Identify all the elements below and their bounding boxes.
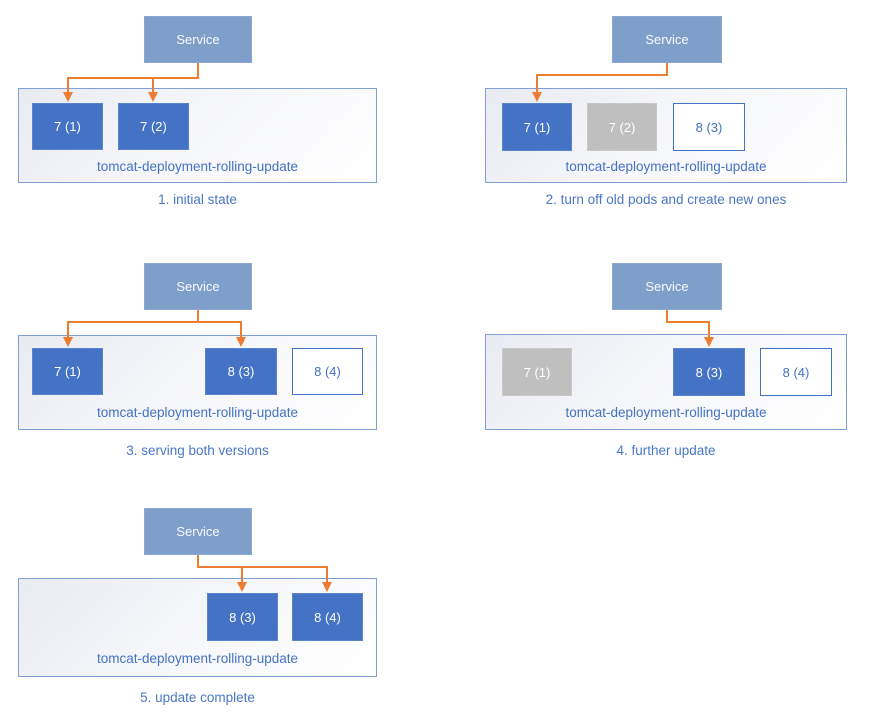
- panel-caption: 1. initial state: [158, 192, 237, 207]
- panel-caption: 5. update complete: [140, 690, 255, 705]
- pod: 8 (3): [673, 348, 745, 396]
- pod-label: 8 (4): [314, 364, 341, 379]
- pod: 7 (1): [502, 103, 572, 151]
- pod: 7 (1): [502, 348, 572, 396]
- pod-label: 8 (4): [314, 609, 341, 625]
- pod-label: 8 (3): [695, 119, 723, 135]
- pod: 8 (3): [205, 348, 277, 395]
- pod: 7 (1): [32, 103, 103, 150]
- pod: 7 (2): [118, 103, 189, 150]
- service-label: Service: [176, 32, 220, 47]
- deployment-label: tomcat-deployment-rolling-update: [96, 405, 299, 420]
- service-box: Service: [144, 16, 252, 63]
- panel-caption: 4. further update: [616, 443, 716, 458]
- pod-label: 7 (1): [523, 119, 551, 135]
- deployment-label: tomcat-deployment-rolling-update: [565, 405, 767, 420]
- pod-label: 8 (3): [227, 364, 255, 379]
- service-box: Service: [612, 16, 722, 63]
- pod-label: 8 (3): [695, 364, 723, 380]
- pod-label: 7 (1): [523, 364, 551, 380]
- pod: 7 (1): [32, 348, 103, 395]
- pod-label: 8 (4): [782, 364, 810, 380]
- pod-label: 7 (2): [140, 119, 167, 134]
- service-label: Service: [645, 32, 689, 47]
- pod-label: 7 (1): [54, 119, 81, 134]
- service-box: Service: [612, 263, 722, 310]
- deployment-label: tomcat-deployment-rolling-update: [96, 651, 299, 666]
- panel-caption: 2. turn off old pods and create new ones: [545, 192, 787, 207]
- pod-label: 7 (2): [608, 119, 636, 135]
- deployment-label: tomcat-deployment-rolling-update: [565, 159, 767, 174]
- pod-label: 8 (3): [229, 609, 256, 625]
- pod: 8 (4): [292, 593, 363, 641]
- pod: 8 (3): [673, 103, 745, 151]
- pod: 8 (4): [760, 348, 832, 396]
- pod-label: 7 (1): [54, 364, 81, 379]
- service-label: Service: [645, 279, 689, 294]
- service-label: Service: [176, 524, 220, 539]
- service-label: Service: [176, 279, 220, 294]
- pod: 7 (2): [587, 103, 657, 151]
- service-box: Service: [144, 508, 252, 555]
- deployment-label: tomcat-deployment-rolling-update: [96, 159, 299, 174]
- pod: 8 (3): [207, 593, 278, 641]
- service-box: Service: [144, 263, 252, 310]
- pod: 8 (4): [292, 348, 363, 395]
- panel-caption: 3. serving both versions: [126, 443, 269, 458]
